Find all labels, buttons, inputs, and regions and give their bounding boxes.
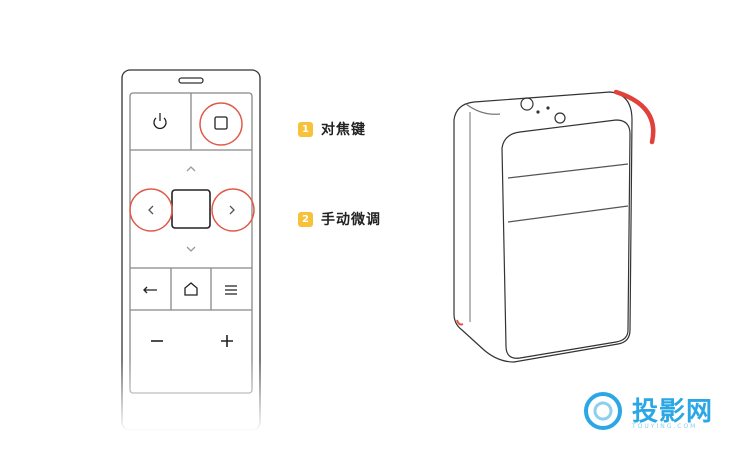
projector-red-mark [456,319,464,326]
projector-top-button-2 [554,112,566,124]
power-button[interactable] [153,113,167,130]
dpad [129,166,255,252]
chevron-down-icon[interactable] [186,246,196,252]
watermark-logo-icon [584,392,622,430]
projector-vent [507,163,629,223]
legend-label: 对焦键 [321,122,366,138]
legend-label: 手动微调 [321,212,381,228]
chevron-up-icon[interactable] [186,166,196,172]
focus-highlight-ring [199,102,243,146]
projector-top-edge [465,103,501,115]
remote-indicator [178,77,204,84]
menu-icon [225,285,237,295]
back-button[interactable] [143,286,157,294]
legend-item-fine-tune: 2 手动微调 [298,208,381,230]
power-icon [153,117,167,130]
projector-top-button-1 [520,97,534,111]
chevron-left-icon [148,205,154,215]
remote-fade [118,360,268,432]
ok-button[interactable] [171,189,211,229]
rotation-arc [613,89,656,145]
projector [453,91,633,363]
square-icon [214,116,228,130]
home-button[interactable] [184,282,198,296]
back-arrow-icon [143,286,157,294]
legend-item-focus: 1 对焦键 [298,118,366,140]
right-fine-tune-ring[interactable] [211,188,255,232]
plus-icon [221,335,233,347]
home-icon [184,282,198,296]
projector-front-panel [501,119,631,359]
focus-button[interactable] [199,102,243,146]
projector-indicator-2 [546,106,550,110]
menu-button[interactable] [225,285,237,295]
projector-indicator-1 [536,110,540,114]
projector-body [453,91,633,363]
volume-up-button[interactable] [221,335,233,347]
chevron-right-icon [229,205,235,215]
legend-badge: 1 [298,121,313,137]
watermark-text: 投影网 [632,397,714,427]
left-fine-tune-ring[interactable] [129,188,173,232]
legend-badge: 2 [298,211,313,227]
watermark-subtext: TOUYING.COM [632,423,698,430]
